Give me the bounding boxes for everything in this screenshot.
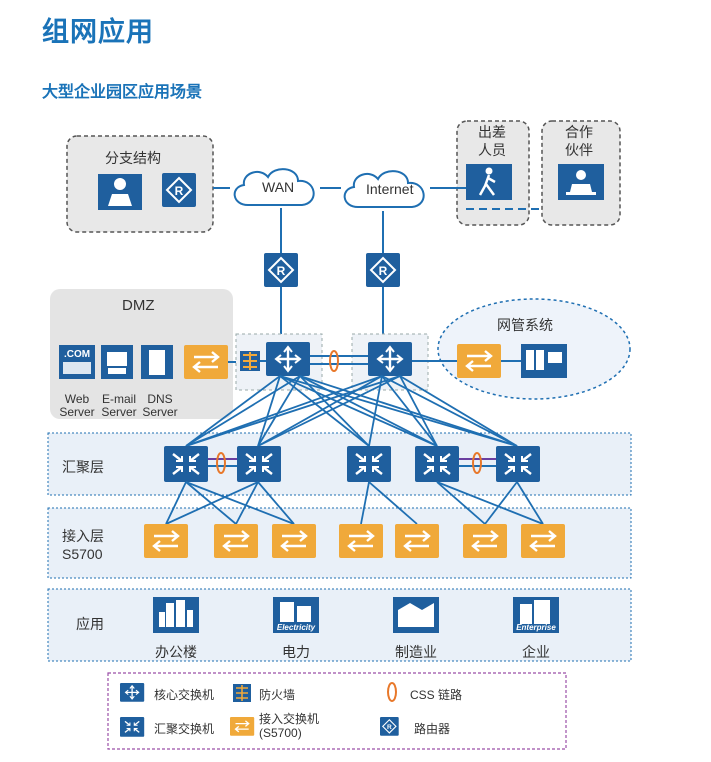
legend-firewall: 防火墙 (259, 688, 296, 702)
nms-label: 网管系统 (497, 317, 553, 333)
svg-text:.COM: .COM (64, 349, 90, 360)
page-subtitle: 大型企业园区应用场景 (42, 84, 203, 101)
internet-label: Internet (366, 181, 414, 197)
app-office-label: 办公楼 (155, 644, 197, 660)
partner-label-2: 伙伴 (565, 142, 593, 158)
legend-access-switch: 接入交换机(S5700) (259, 712, 320, 740)
aggregation-layer-label: 汇聚层 (62, 459, 104, 475)
branch-label: 分支结构 (105, 150, 161, 166)
dmz-label: DMZ (122, 297, 155, 314)
legend-css-link: CSS 链路 (410, 688, 463, 702)
electricity-icon (273, 597, 319, 633)
enterprise-tag: Enterprise (516, 623, 556, 632)
office-building-icon (153, 597, 199, 633)
legend-agg-switch: 汇聚交换机 (154, 722, 215, 736)
enterprise-icon (513, 597, 559, 633)
travel-label-2: 人员 (478, 142, 506, 158)
legend-router: 路由器 (414, 722, 451, 736)
page-title: 组网应用 (42, 17, 154, 47)
travel-label-1: 出差 (478, 124, 506, 140)
partner-label-1: 合作 (565, 124, 593, 140)
app-manufacturing-label: 制造业 (395, 644, 437, 660)
app-enterprise-label: 企业 (522, 644, 550, 660)
legend-core-switch: 核心交换机 (154, 688, 215, 702)
application-layer-label: 应用 (76, 616, 104, 632)
manufacturing-icon (393, 597, 439, 633)
app-power-label: 电力 (282, 644, 310, 660)
wan-label: WAN (262, 179, 295, 195)
electricity-tag: Electricity (277, 623, 316, 632)
